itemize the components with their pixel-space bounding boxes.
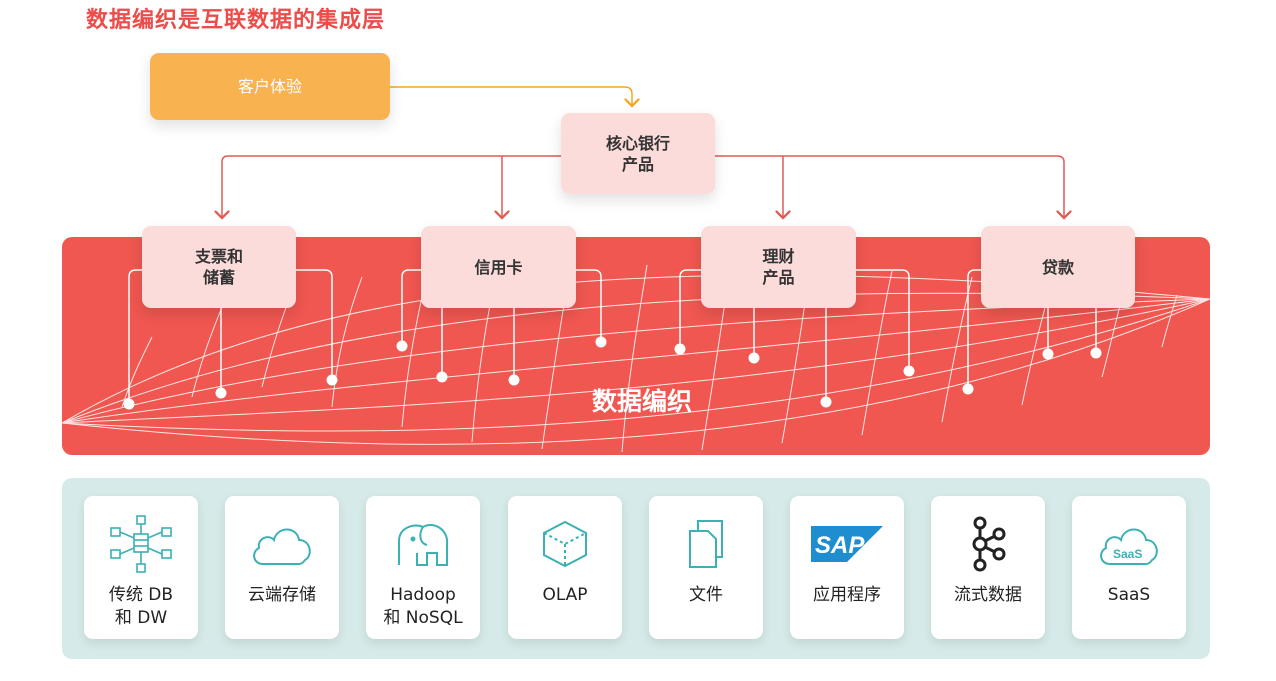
- source-label: SaaS: [1107, 585, 1151, 605]
- source-label: 传统 DB 和 DW: [108, 585, 174, 628]
- files-icon: [649, 516, 763, 572]
- saas-cloud-icon: SaaS: [1072, 516, 1186, 572]
- source-label: 云端存储: [248, 585, 316, 605]
- source-card-cloud-storage: 云端存储: [225, 496, 339, 639]
- source-label: 应用程序: [813, 585, 881, 605]
- sap-logo: SAP: [790, 516, 904, 572]
- source-label: OLAP: [542, 585, 588, 605]
- core-banking-box: 核心银行 产品: [561, 113, 715, 194]
- svg-text:SaaS: SaaS: [1113, 547, 1142, 561]
- product-loan: 贷款: [981, 226, 1135, 308]
- source-card-saas: SaaS SaaS: [1072, 496, 1186, 639]
- cloud-icon: [225, 516, 339, 572]
- customer-experience-box: 客户体验: [150, 53, 390, 120]
- svg-text:SAP: SAP: [815, 532, 865, 559]
- source-label: 流式数据: [954, 585, 1022, 605]
- data-fabric-label: 数据编织: [591, 387, 692, 416]
- source-card-db: 传统 DB 和 DW: [84, 496, 198, 639]
- product-checking-savings: 支票和 储蓄: [142, 226, 296, 308]
- source-label: Hadoop 和 NoSQL: [383, 585, 463, 628]
- source-label: 文件: [689, 585, 723, 605]
- cx-to-core-arrow: [390, 86, 632, 106]
- product-wealth: 理财 产品: [701, 226, 856, 308]
- source-card-streaming: 流式数据: [931, 496, 1045, 639]
- product-credit-card: 信用卡: [421, 226, 576, 308]
- core-to-checking-arrow: [222, 155, 561, 218]
- source-card-files: 文件: [649, 496, 763, 639]
- diagram-title: 数据编织是互联数据的集成层: [86, 8, 386, 33]
- core-to-loan-arrow: [715, 155, 1064, 218]
- cube-icon: [508, 516, 622, 572]
- elephant-icon: [366, 516, 480, 572]
- fabric-nodes: [123, 336, 1102, 410]
- kafka-icon: [931, 516, 1045, 572]
- database-schema-icon: [84, 515, 198, 573]
- source-card-hadoop: Hadoop 和 NoSQL: [366, 496, 480, 639]
- source-card-applications: SAP 应用程序: [790, 496, 904, 639]
- source-card-olap: OLAP: [508, 496, 622, 639]
